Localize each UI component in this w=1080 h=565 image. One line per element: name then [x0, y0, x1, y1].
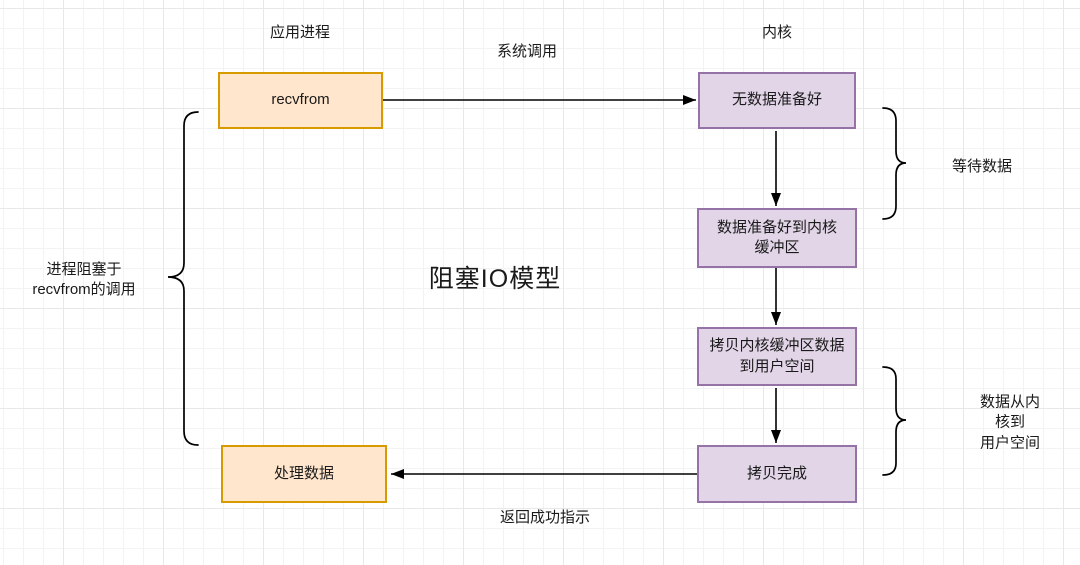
right-curly-brace-wait	[882, 107, 907, 220]
node-copy-to-user-space: 拷贝内核缓冲区数据 到用户空间	[697, 327, 857, 386]
lane-label-kernel: 内核	[761, 23, 793, 41]
right-curly-brace-copy	[882, 366, 907, 476]
node-data-ready-kernel-buffer: 数据准备好到内核 缓冲区	[697, 208, 857, 268]
annotation-wait-for-data: 等待数据	[951, 157, 1013, 175]
node-process-data: 处理数据	[221, 445, 387, 503]
node-recvfrom: recvfrom	[218, 72, 383, 129]
node-copy-complete: 拷贝完成	[697, 445, 857, 503]
diagram-title: 阻塞IO模型	[428, 265, 562, 293]
annotation-process-blocked: 进程阻塞于 recvfrom的调用	[32, 260, 136, 298]
annotation-kernel-to-user: 数据从内核到 用户空间	[979, 393, 1040, 452]
edge-label-system-call: 系统调用	[496, 42, 558, 60]
lane-label-application-process: 应用进程	[269, 23, 331, 41]
node-no-data-ready: 无数据准备好	[698, 72, 856, 129]
left-curly-brace	[167, 111, 199, 446]
edge-label-return-success: 返回成功指示	[499, 508, 591, 526]
